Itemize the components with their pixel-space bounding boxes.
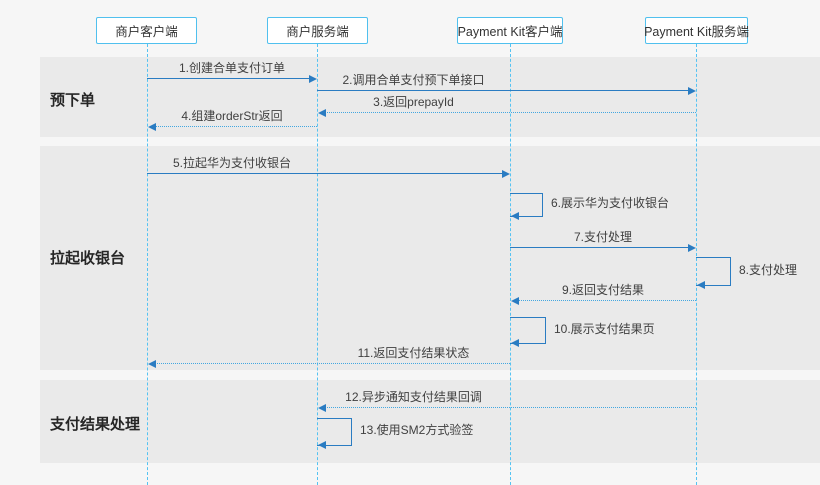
- message-label: 5.拉起华为支付收银台: [172, 156, 291, 170]
- message-label: 11.返回支付结果状态: [357, 346, 470, 360]
- message-label: 7.支付处理: [573, 230, 632, 244]
- lifeline-header-label: 商户客户端: [115, 25, 178, 39]
- arrowhead-left-icon: [148, 122, 156, 131]
- lifeline-header-2: 商户服务端: [267, 17, 368, 44]
- message-line-4: [155, 126, 317, 127]
- arrowhead-left-icon: [511, 296, 519, 305]
- phase-label-2: 拉起收银台: [50, 250, 126, 267]
- arrowhead-left-icon: [511, 212, 519, 220]
- phase-band-3: [40, 380, 820, 463]
- message-label: 2.调用合单支付预下单接口: [342, 73, 485, 87]
- message-line-3: [325, 112, 696, 113]
- message-line-1: [147, 78, 309, 79]
- message-label: 3.返回prepayId: [373, 95, 454, 109]
- message-label: 13.使用SM2方式验签: [360, 423, 474, 437]
- message-label: 6.展示华为支付收银台: [551, 196, 670, 210]
- lifeline-header-4: Payment Kit服务端: [644, 17, 749, 44]
- lifeline-2: [317, 44, 318, 485]
- arrowhead-left-icon: [318, 108, 326, 117]
- message-line-5: [147, 173, 502, 174]
- message-line-7: [510, 247, 688, 248]
- self-message-box-10: [510, 317, 546, 344]
- arrowhead-right-icon: [688, 86, 696, 95]
- arrowhead-left-icon: [318, 403, 326, 412]
- lifeline-header-1: 商户客户端: [96, 17, 197, 44]
- arrowhead-left-icon: [148, 359, 156, 368]
- lifeline-header-label: 商户服务端: [286, 25, 349, 39]
- phase-label-1: 预下单: [50, 92, 96, 109]
- lifeline-3: [510, 44, 511, 485]
- self-message-box-13: [317, 418, 352, 446]
- message-line-12: [325, 407, 696, 408]
- lifeline-header-3: Payment Kit客户端: [457, 17, 563, 44]
- message-line-2: [317, 90, 688, 91]
- message-label: 9.返回支付结果: [561, 283, 644, 297]
- lifeline-header-label: Payment Kit服务端: [644, 25, 749, 39]
- arrowhead-right-icon: [309, 74, 317, 83]
- arrowhead-left-icon: [318, 441, 326, 449]
- phase-band-2: [40, 146, 820, 370]
- message-line-9: [518, 300, 696, 301]
- lifeline-4: [696, 44, 697, 485]
- message-label: 10.展示支付结果页: [554, 321, 655, 336]
- arrowhead-right-icon: [688, 243, 696, 252]
- lifeline-header-label: Payment Kit客户端: [457, 25, 563, 39]
- message-label: 4.组建orderStr返回: [181, 109, 283, 123]
- self-message-box-8: [696, 257, 731, 286]
- arrowhead-left-icon: [511, 339, 519, 347]
- arrowhead-left-icon: [697, 281, 705, 289]
- phase-band-1: [40, 57, 820, 137]
- self-message-box-6: [510, 193, 543, 217]
- message-label: 1.创建合单支付订单: [178, 61, 285, 75]
- phase-label-3: 支付结果处理: [50, 416, 141, 433]
- arrowhead-right-icon: [502, 169, 510, 178]
- message-line-11: [155, 363, 510, 364]
- message-label: 12.异步通知支付结果回调: [345, 390, 482, 404]
- lifeline-1: [147, 44, 148, 485]
- message-label: 8.支付处理: [739, 262, 798, 277]
